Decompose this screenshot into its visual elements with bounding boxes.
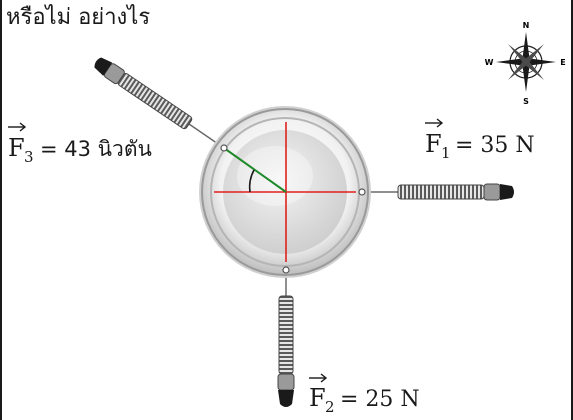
compass-e: E [560, 58, 565, 67]
f1-symbol: F [425, 130, 442, 158]
label-f3: F 3 = 43 นิวตัน [8, 122, 152, 166]
f1-subscript: 1 [441, 144, 451, 162]
angle-reference-line [223, 147, 287, 193]
f2-value: = 25 N [340, 387, 420, 412]
compass-n: N [523, 21, 530, 30]
spring-scale-f3 [94, 57, 193, 130]
f1-value: = 35 N [455, 133, 535, 158]
f3-value: = 43 นิวตัน [40, 137, 152, 161]
f2-symbol: F [309, 384, 326, 412]
ring-f2 [282, 266, 290, 274]
label-f1: F 1 = 35 N [425, 118, 535, 162]
compass-s: S [523, 97, 529, 106]
spring-scale-f1 [397, 183, 514, 201]
f2-subscript: 2 [325, 398, 335, 416]
heading-text: หรือไม่ อย่างไร [6, 4, 150, 30]
f3-subscript: 3 [24, 148, 34, 166]
angle-arc [248, 169, 255, 193]
ring-f1 [358, 188, 366, 196]
spring-scale-f2 [277, 295, 295, 407]
compass-w: W [485, 58, 494, 67]
label-f2: F 2 = 25 N [309, 373, 420, 416]
f3-symbol: F [8, 134, 25, 162]
compass-rose-icon: N S E W [485, 21, 566, 106]
ring-f3 [220, 144, 228, 152]
